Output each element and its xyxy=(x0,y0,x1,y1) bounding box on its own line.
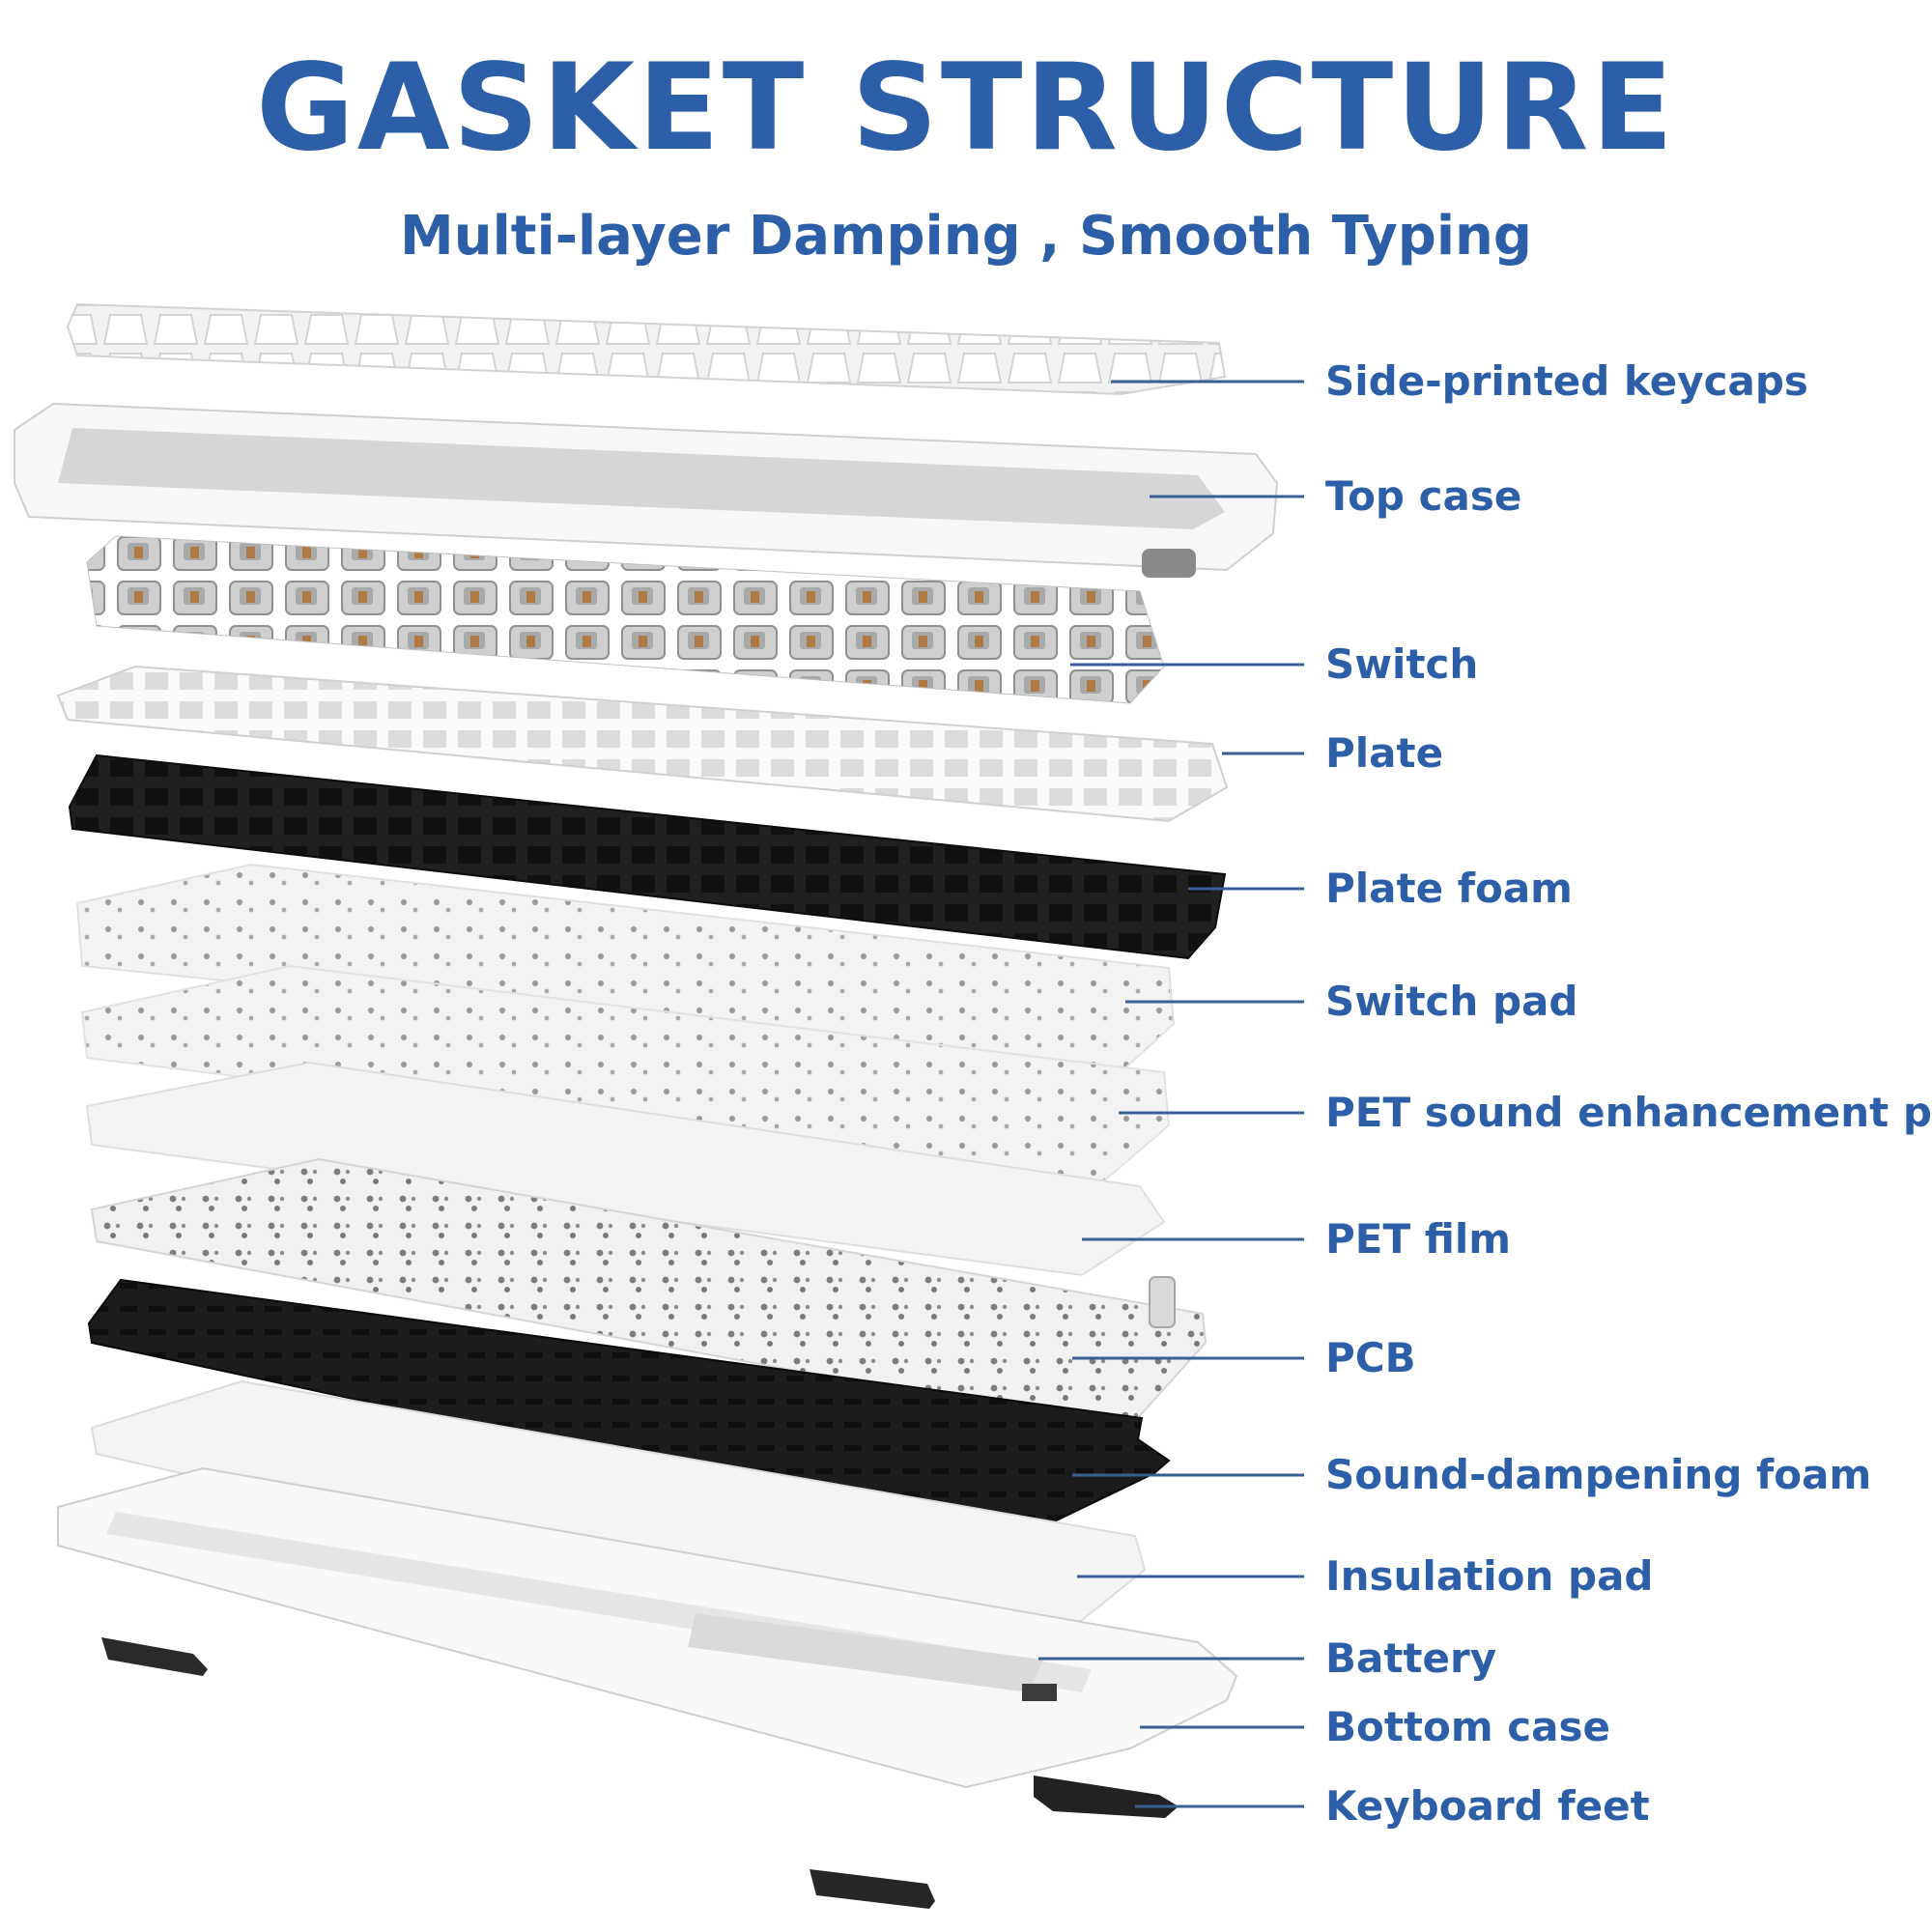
plate-layer xyxy=(56,665,1229,823)
label-pcb: PCB xyxy=(1325,1334,1416,1381)
battery-block xyxy=(688,1613,1043,1692)
diagram-title: GASKET STRUCTURE xyxy=(255,39,1677,178)
top-case-layer xyxy=(14,402,1279,578)
diagram-subtitle: Multi-layer Damping , Smooth Typing xyxy=(399,205,1533,268)
pet-film-layer xyxy=(85,1061,1166,1277)
label-pet-sound-enhancement-pad: PET sound enhancement pad xyxy=(1325,1089,1932,1136)
label-top-case: Top case xyxy=(1325,472,1522,520)
pcb-layer xyxy=(90,1157,1208,1434)
keycaps-layer xyxy=(66,302,1227,396)
pet-sound-pad-layer xyxy=(80,964,1171,1185)
label-switch: Switch xyxy=(1325,640,1479,688)
label-insulation-pad: Insulation pad xyxy=(1325,1552,1654,1600)
label-pet-film: PET film xyxy=(1325,1215,1512,1263)
leader-lines xyxy=(1038,380,1304,1808)
label-bottom-case: Bottom case xyxy=(1325,1703,1610,1750)
plate-foam-layer xyxy=(68,753,1227,960)
label-plate: Plate xyxy=(1325,729,1444,777)
label-side-printed-keycaps: Side-printed keycaps xyxy=(1325,357,1808,405)
label-battery: Battery xyxy=(1325,1634,1497,1682)
label-sound-dampening-foam: Sound-dampening foam xyxy=(1325,1451,1872,1498)
label-switch-pad: Switch pad xyxy=(1325,978,1578,1025)
switch-pad-layer xyxy=(75,863,1176,1074)
switch-layer xyxy=(86,535,1165,704)
label-plate-foam: Plate foam xyxy=(1325,865,1573,912)
bottom-case-layer xyxy=(57,1466,1238,1789)
label-keyboard-feet: Keyboard feet xyxy=(1325,1782,1650,1830)
